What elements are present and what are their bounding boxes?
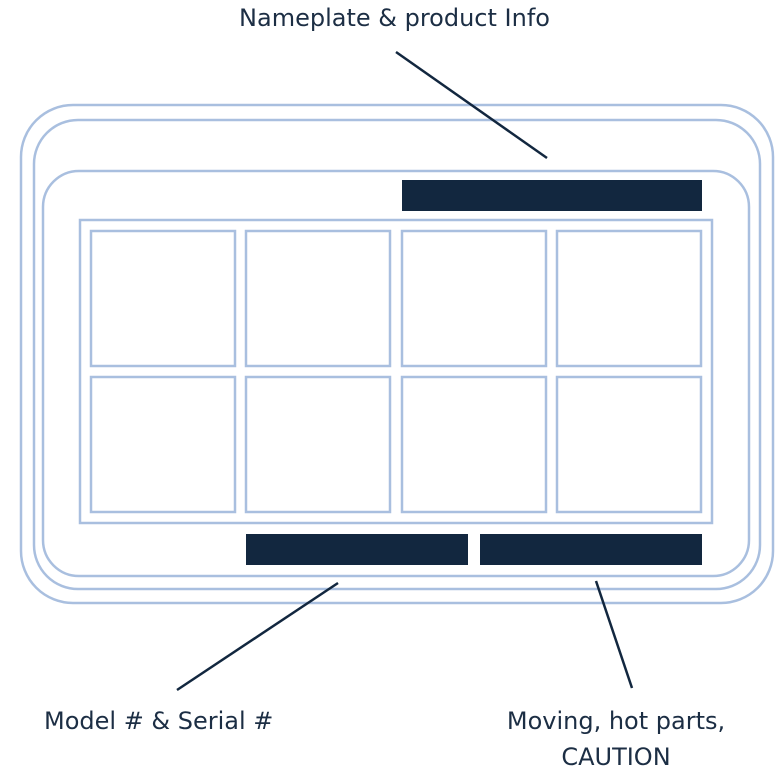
- grid-cell: [400, 229, 548, 368]
- inner-panel-outline: [41, 169, 751, 578]
- nameplate-bar: [402, 180, 702, 211]
- caution-leader-line: [594, 580, 634, 689]
- nameplate-leader-line: [395, 50, 548, 160]
- nameplate-label: Nameplate & product Info: [239, 4, 550, 32]
- model-serial-label: Model # & Serial #: [44, 707, 274, 735]
- grid-cell: [89, 375, 237, 514]
- grid-cell: [89, 229, 237, 368]
- middle-outline: [32, 118, 762, 591]
- caution-label-line-2: CAUTION: [561, 743, 671, 771]
- grid-cell: [555, 229, 703, 368]
- grid-cell: [244, 229, 392, 368]
- grid-frame: [78, 218, 714, 525]
- grid-cell: [244, 375, 392, 514]
- model-serial-leader-line: [176, 581, 339, 692]
- caution-label-line-1: Moving, hot parts,: [506, 707, 726, 735]
- grid-cell: [400, 375, 548, 514]
- caution-label: Moving, hot parts, CAUTION: [478, 703, 754, 775]
- outer-outline: [19, 103, 775, 605]
- caution-bar: [480, 534, 702, 565]
- grid-cell: [555, 375, 703, 514]
- model-serial-bar: [246, 534, 468, 565]
